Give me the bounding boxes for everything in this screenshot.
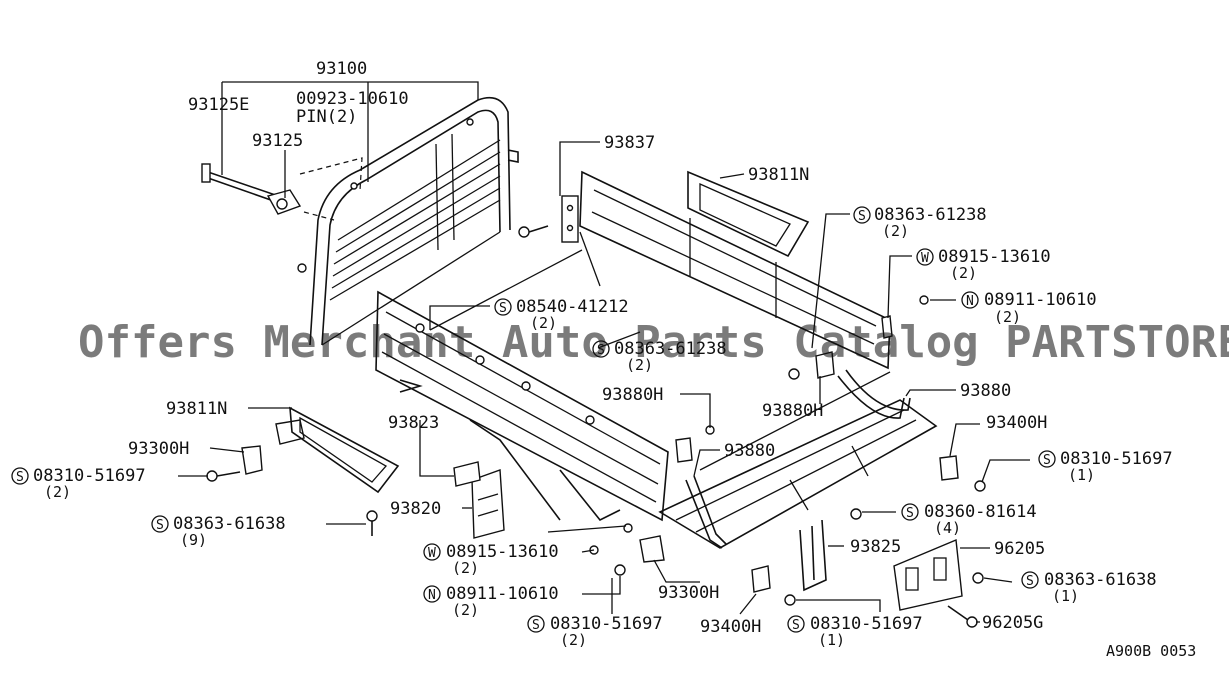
label-08911-10610-bot: 08911-10610 — [446, 584, 559, 604]
s-marker: S — [792, 618, 800, 633]
label-n-08911-10610-bot: N 08911-10610 (2) — [423, 584, 559, 619]
n-marker: N — [966, 294, 974, 309]
label-08310-51697-bot: 08310-51697 — [550, 614, 663, 634]
label-n-08911-10610-top: N 08911-10610 (2) — [961, 290, 1097, 326]
qty-label: (2) — [994, 308, 1021, 326]
label-s-08360-81614: S 08360-81614 (4) — [901, 502, 1037, 537]
qty-label: (2) — [882, 222, 909, 240]
label-s-08310-51697-right: S 08310-51697 (1) — [1038, 449, 1173, 484]
label-pin: PIN(2) — [296, 107, 357, 127]
s-marker: S — [1043, 453, 1051, 468]
label-w-08915-13610-top: W 08915-13610 (2) — [916, 247, 1051, 282]
label-08310-51697-bot2: 08310-51697 — [810, 614, 923, 634]
headboard-frame-93100 — [297, 96, 519, 346]
label-08310-51697-left: 08310-51697 — [33, 466, 146, 486]
label-93400H-right: 93400H — [986, 413, 1047, 433]
label-96205G: 96205G — [982, 613, 1043, 633]
label-93880H-mid: 93880H — [602, 385, 663, 405]
watermark-text: Offers Merchant Auto Parts Catalog PARTS… — [78, 317, 1229, 368]
label-93125: 93125 — [252, 131, 303, 151]
label-w-08915-13610-bot: W 08915-13610 (2) — [423, 542, 559, 577]
qty-label: (1) — [818, 631, 845, 649]
label-93300H-left: 93300H — [128, 439, 189, 459]
label-08911-10610-top: 08911-10610 — [984, 290, 1097, 310]
label-s-08363-61638-right: S 08363-61638 (1) — [1021, 570, 1157, 605]
bed-floor-outline — [429, 249, 938, 549]
label-s-08363-61238-mid: S 08363-61238 (2) — [592, 339, 727, 374]
label-00923-10610: 00923-10610 — [296, 89, 409, 109]
front-gate-93837 — [518, 170, 891, 370]
s-marker: S — [156, 518, 164, 533]
hinge-93400H-right — [675, 295, 986, 520]
qty-label: (2) — [560, 631, 587, 649]
side-rail-93811N-left — [289, 406, 400, 536]
label-08360-81614: 08360-81614 — [924, 502, 1037, 522]
label-08310-51697-right: 08310-51697 — [1060, 449, 1173, 469]
label-93837: 93837 — [604, 133, 655, 153]
hinge-93300H-left — [206, 419, 305, 482]
pin-bolt-93125 — [201, 157, 363, 221]
n-marker: N — [428, 588, 436, 603]
qty-label: (1) — [1068, 466, 1095, 484]
figure-id: A900B 0053 — [1106, 642, 1196, 660]
label-93100: 93100 — [316, 59, 367, 79]
label-08915-13610-bot: 08915-13610 — [446, 542, 559, 562]
label-93811N-left: 93811N — [166, 399, 227, 419]
plate-93820 — [453, 419, 621, 539]
s-marker: S — [16, 470, 24, 485]
label-08915-13610-top: 08915-13610 — [938, 247, 1051, 267]
label-08540-41212: 08540-41212 — [516, 297, 629, 317]
label-93825: 93825 — [850, 537, 901, 557]
part-labels: 93100 93125E 00923-10610 PIN(2) 93125 93… — [11, 59, 1196, 660]
label-s-08363-61638-left: S 08363-61638 (9) — [151, 514, 286, 549]
label-93880H-right: 93880H — [762, 401, 823, 421]
s-marker: S — [499, 301, 507, 316]
qty-label: (2) — [44, 483, 71, 501]
w-marker: W — [921, 251, 929, 266]
qty-label: (1) — [1052, 587, 1079, 605]
label-93880-mid: 93880 — [724, 441, 775, 461]
s-marker: S — [858, 209, 866, 224]
label-s-08310-51697-left: S 08310-51697 (2) — [11, 466, 146, 501]
qty-label: (2) — [626, 356, 653, 374]
label-93125E: 93125E — [188, 95, 249, 115]
bracket-93825 — [799, 519, 827, 592]
label-08363-61638-left: 08363-61638 — [173, 514, 286, 534]
side-panel-left — [375, 290, 669, 522]
label-s-08310-51697-bot2: S 08310-51697 (1) — [787, 614, 923, 649]
s-marker: S — [1026, 574, 1034, 589]
s-marker: S — [532, 618, 540, 633]
label-08363-61238-top: 08363-61238 — [874, 205, 987, 225]
s-marker: S — [906, 506, 914, 521]
qty-label: (4) — [934, 519, 961, 537]
s-marker: S — [597, 343, 605, 358]
label-93400H-bot: 93400H — [700, 617, 761, 637]
qty-label: (2) — [452, 559, 479, 577]
qty-label: (2) — [452, 601, 479, 619]
label-93823: 93823 — [388, 413, 439, 433]
label-s-08363-61238-top: S 08363-61238 (2) — [853, 205, 987, 240]
w-marker: W — [428, 546, 436, 561]
qty-label: (2) — [950, 264, 977, 282]
qty-label: (2) — [530, 314, 557, 332]
label-93880-right: 93880 — [960, 381, 1011, 401]
label-08363-61638-right: 08363-61638 — [1044, 570, 1157, 590]
side-rail-93811N-top — [687, 170, 810, 258]
label-08363-61238-mid: 08363-61238 — [614, 339, 727, 359]
label-93300H-bot: 93300H — [658, 583, 719, 603]
label-93811N-top: 93811N — [748, 165, 809, 185]
leader-lines — [178, 81, 1030, 623]
label-s-08540-41212: S 08540-41212 (2) — [494, 297, 629, 332]
label-96205: 96205 — [994, 539, 1045, 559]
label-s-08310-51697-bot: S 08310-51697 (2) — [527, 614, 663, 649]
qty-label: (9) — [180, 531, 207, 549]
label-93820: 93820 — [390, 499, 441, 519]
tail-cable-93880 — [685, 369, 911, 549]
